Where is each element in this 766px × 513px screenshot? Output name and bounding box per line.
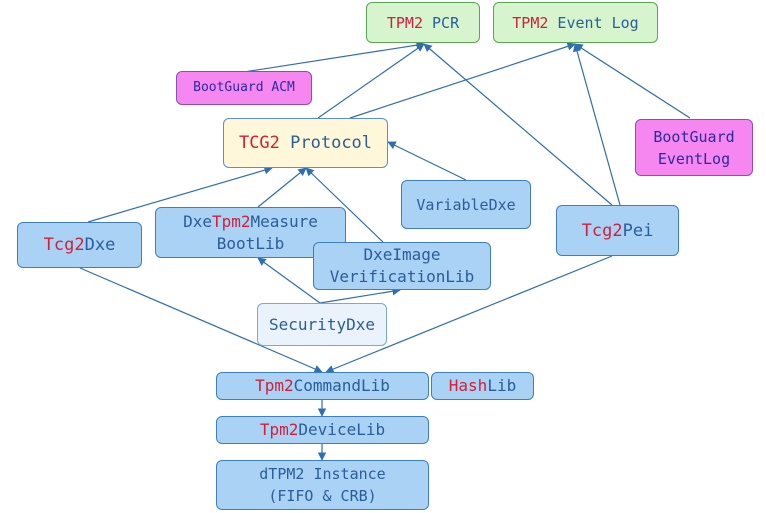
node-instance-line1: dTPM2 Instance bbox=[259, 465, 386, 483]
node-tpm2-event-log-suffix: Event Log bbox=[548, 13, 639, 32]
edge-securitydxe-to-imageverif bbox=[319, 287, 401, 304]
node-measure-part2: Tpm2 bbox=[211, 211, 251, 231]
node-tcg2pei-suffix: Pei bbox=[622, 220, 654, 241]
node-tpm2-event-log: TPM2 Event Log bbox=[493, 2, 658, 43]
edge-tcg2pei-to-eventlog bbox=[572, 43, 621, 206]
edge-tcg2-protocol-to-pcr bbox=[317, 43, 425, 119]
node-tcg2-protocol-prefix: TCG2 bbox=[238, 133, 280, 153]
node-variabledxe-label: VariableDxe bbox=[416, 195, 516, 214]
edge-measurebootlib-to-protocol bbox=[257, 167, 307, 208]
node-imageverif-line1: DxeImage bbox=[363, 245, 441, 264]
node-commandlib-suffix: CommandLib bbox=[293, 376, 390, 395]
node-tcg2dxe: Tcg2Dxe bbox=[17, 222, 142, 268]
edge-bootguard-eventlog-to-eventlog bbox=[574, 43, 691, 119]
node-bootguard-eventlog-line2: EventLog bbox=[657, 149, 731, 168]
node-devicelib-suffix: DeviceLib bbox=[298, 420, 386, 439]
node-bootguard-acm: BootGuard ACM bbox=[176, 71, 312, 105]
node-bootguard-acm-label: BootGuard ACM bbox=[193, 80, 295, 95]
node-hashlib-prefix: Hash bbox=[448, 376, 488, 395]
node-measure-line2: BootLib bbox=[216, 233, 285, 253]
node-tcg2-protocol-suffix: Protocol bbox=[279, 133, 373, 153]
node-bootguard-eventlog: BootGuard EventLog bbox=[635, 119, 753, 176]
edge-bootguard-acm-to-pcr bbox=[243, 41, 425, 73]
node-variabledxe: VariableDxe bbox=[401, 180, 531, 229]
edge-tcg2-protocol-to-eventlog bbox=[349, 42, 576, 119]
node-tcg2pei: Tcg2Pei bbox=[556, 205, 679, 256]
node-commandlib-prefix: Tpm2 bbox=[255, 376, 294, 395]
node-securitydxe: SecurityDxe bbox=[257, 303, 387, 346]
node-tcg2-protocol: TCG2 Protocol bbox=[223, 118, 388, 168]
node-dxe-image-verificationlib: DxeImage VerificationLib bbox=[313, 242, 491, 290]
node-tpm2-devicelib: Tpm2DeviceLib bbox=[216, 416, 429, 444]
node-hashlib: HashLib bbox=[431, 372, 534, 400]
node-devicelib-prefix: Tpm2 bbox=[259, 420, 299, 439]
node-dtpm2-instance: dTPM2 Instance (FIFO & CRB) bbox=[216, 460, 429, 510]
node-instance-line2: (FIFO & CRB) bbox=[268, 487, 377, 505]
node-tcg2dxe-prefix: Tcg2 bbox=[43, 235, 85, 255]
node-tcg2dxe-suffix: Dxe bbox=[84, 235, 116, 255]
node-tpm2-pcr: TPM2 PCR bbox=[366, 2, 480, 43]
node-measure-part3: Measure bbox=[250, 211, 318, 231]
node-tpm2-pcr-prefix: TPM2 bbox=[386, 13, 423, 32]
node-hashlib-suffix: Lib bbox=[487, 376, 517, 395]
edge-securitydxe-to-measurebootlib bbox=[257, 257, 321, 304]
node-securitydxe-label: SecurityDxe bbox=[269, 314, 375, 334]
node-tcg2pei-prefix: Tcg2 bbox=[581, 220, 623, 241]
edge-variabledxe-to-protocol bbox=[387, 141, 467, 181]
node-imageverif-line2: VerificationLib bbox=[329, 267, 475, 286]
node-tpm2-pcr-suffix: PCR bbox=[423, 13, 460, 32]
node-tpm2-event-log-prefix: TPM2 bbox=[512, 13, 549, 32]
node-tpm2-commandlib: Tpm2CommandLib bbox=[216, 372, 429, 400]
node-measure-part1: Dxe bbox=[183, 211, 212, 231]
node-bootguard-eventlog-line1: BootGuard bbox=[653, 127, 735, 146]
